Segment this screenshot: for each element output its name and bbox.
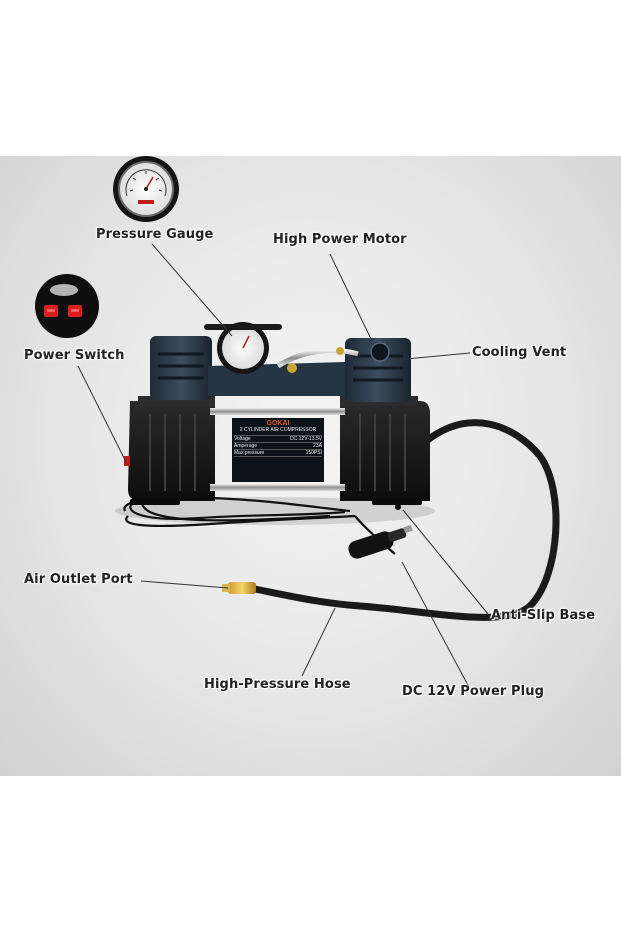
spec-row: Amperage 23A xyxy=(234,442,322,449)
spec-name: Voltage xyxy=(234,436,251,442)
product-brand: GOKAI xyxy=(266,420,290,427)
label-cooling-vent: Cooling Vent xyxy=(472,345,567,360)
label-power-switch: Power Switch xyxy=(24,348,125,363)
spec-value: 150PSI xyxy=(305,450,322,456)
product-image-panel: GOKAI 2 CYLINDER AIR COMPRESSOR Voltage … xyxy=(0,156,621,776)
callout-lines xyxy=(77,243,489,690)
product-title: 2 CYLINDER AIR COMPRESSOR xyxy=(239,427,317,433)
power-switch-inset xyxy=(35,274,99,338)
dc-plug xyxy=(348,524,413,559)
label-high-pressure-hose: High-Pressure Hose xyxy=(204,677,351,692)
label-dc-power-plug: DC 12V Power Plug xyxy=(402,684,545,699)
label-anti-slip-base: Anti-Slip Base xyxy=(491,608,596,623)
label-high-power-motor: High Power Motor xyxy=(273,232,407,247)
compressor-body xyxy=(124,322,430,510)
compressor-illustration xyxy=(35,156,560,690)
spec-name: Amperage xyxy=(234,443,258,449)
spec-row: Max pressure 150PSI xyxy=(234,449,322,457)
spec-value: 23A xyxy=(313,443,322,449)
spec-name: Max pressure xyxy=(234,450,265,456)
spec-value: DC 12V-13.5V xyxy=(290,436,322,442)
label-pressure-gauge: Pressure Gauge xyxy=(96,227,214,242)
product-label: GOKAI 2 CYLINDER AIR COMPRESSOR Voltage … xyxy=(234,420,322,457)
label-air-outlet-port: Air Outlet Port xyxy=(24,572,133,587)
spec-row: Voltage DC 12V-13.5V xyxy=(234,435,322,442)
pressure-gauge-inset xyxy=(113,156,179,222)
